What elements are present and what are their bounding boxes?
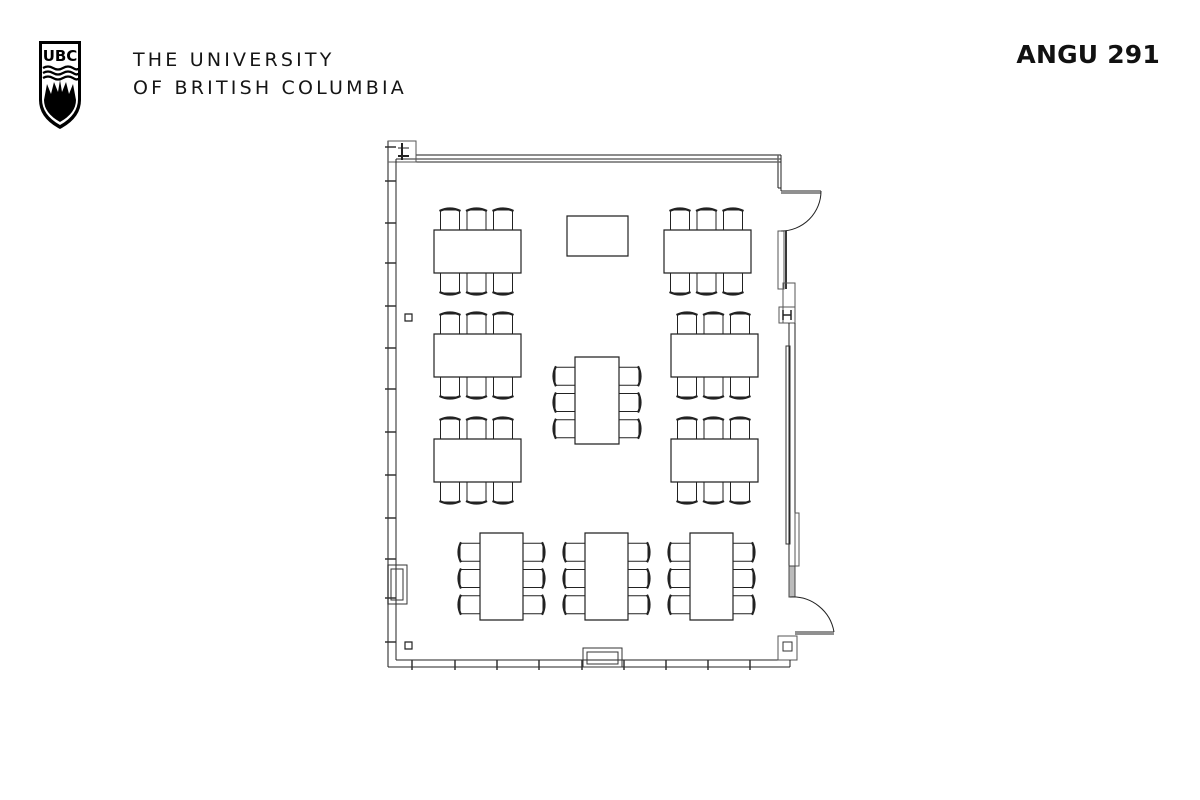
table-group-mid-left [434,313,521,399]
ubc-crest-icon: UBC [39,41,81,129]
table [434,334,521,377]
table [480,533,523,620]
doors [781,191,834,634]
table [434,439,521,482]
table [575,357,619,444]
table-group-low-right [671,418,758,504]
wordmark-line-1: THE UNIVERSITY [133,49,335,71]
wordmark-line-2: OF BRITISH COLUMBIA [133,77,407,99]
structural-columns [405,314,412,649]
radiators [388,565,622,667]
table [585,533,628,620]
table [671,439,758,482]
window-mullions [385,147,750,670]
room-walls [388,141,799,667]
table-group-bottom-left [459,533,545,620]
table [690,533,733,620]
door-bottom-right [790,597,834,634]
furniture [434,209,758,621]
door-top-right [781,191,821,231]
table-group-center [554,357,641,444]
table [664,230,751,273]
column-icon [405,314,412,321]
table-group-low-left [434,418,521,504]
table [671,334,758,377]
table-group-top-left [434,209,521,295]
column-icon [405,642,412,649]
svg-text:UBC: UBC [43,47,78,65]
table-group-mid-right [671,313,758,399]
table [434,230,521,273]
instructor-table [567,216,628,256]
table-group-bottom-right [669,533,755,620]
room-code-title: ANGU 291 [1016,40,1160,69]
university-wordmark: THE UNIVERSITY OF BRITISH COLUMBIA [133,46,407,102]
table-group-bottom-middle [564,533,650,620]
ubc-crest-logo: UBC [38,40,82,130]
table-group-top-right [664,209,751,295]
